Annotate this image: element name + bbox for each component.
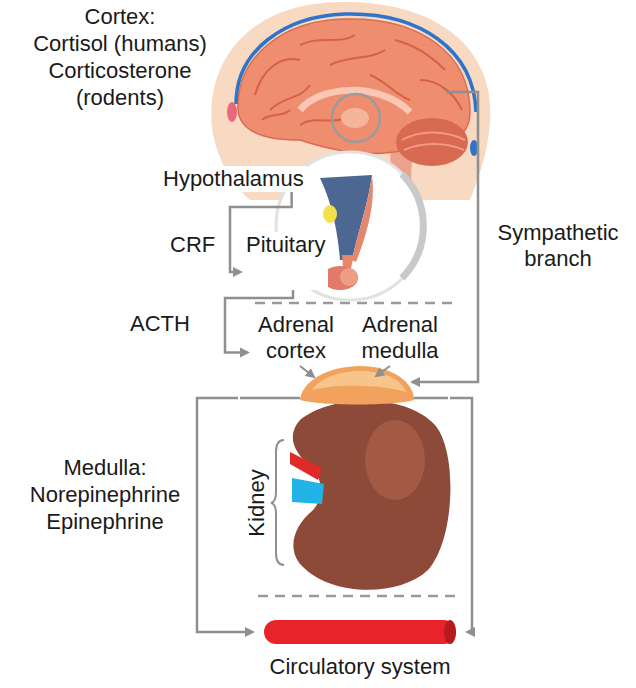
cortex-hormones-box: Cortisol (humans) Corticosterone (rodent… xyxy=(20,30,220,111)
medulla-hormones-box: Medulla: Norepinephrine Epinephrine xyxy=(25,454,185,535)
renal-vein xyxy=(292,478,324,504)
adrenal-gland xyxy=(300,366,414,405)
arrowhead xyxy=(233,267,243,277)
magnifier-rim xyxy=(402,174,423,278)
kidney-highlight xyxy=(365,420,425,500)
kidney-organ: Kidney xyxy=(238,392,450,588)
node-text: Pituitary xyxy=(246,232,325,258)
leader-arrow xyxy=(300,366,314,377)
connector-line xyxy=(450,398,475,632)
acth-label: ACTH xyxy=(130,311,190,337)
cerebellum xyxy=(396,118,468,166)
medulla-hormones: Medulla: Norepinephrine Epinephrine xyxy=(25,454,185,535)
circulatory-system: Circulatory system xyxy=(255,618,465,680)
arrowhead xyxy=(240,348,250,358)
connector xyxy=(450,398,475,637)
pituitary-lobe xyxy=(340,268,358,286)
thalamus xyxy=(341,108,369,128)
node-text: Circulatory system xyxy=(258,654,462,680)
renal-artery xyxy=(290,452,322,480)
node-text: Adrenal cortex xyxy=(253,312,339,364)
kidney-brace xyxy=(271,440,284,565)
sympathetic-label-box: Sympathetic branch xyxy=(492,220,624,272)
kidney-shape xyxy=(293,401,451,590)
pituitary-label: Pituitary xyxy=(243,232,328,290)
crf-label-box: CRF xyxy=(170,232,215,258)
cortex-heading: Cortex: xyxy=(20,3,220,30)
crf-label: CRF xyxy=(170,232,215,258)
acth-label-box: ACTH xyxy=(130,311,190,337)
separator-dash xyxy=(258,595,455,598)
sympathetic-label: Sympathetic branch xyxy=(492,220,624,272)
adrenal-medulla-label: Adrenal medulla xyxy=(352,312,448,364)
pituitary-stalk xyxy=(342,255,354,268)
connector-line xyxy=(197,398,245,632)
cortex-hormones: Cortisol (humans) Corticosterone (rodent… xyxy=(25,30,214,111)
cerebellum-folds xyxy=(402,133,465,151)
node-text: Hypothalamus xyxy=(163,166,304,192)
hypothalamus-rim xyxy=(352,175,373,262)
cortex-heading-box: Cortex: xyxy=(20,3,220,30)
gland-outlet xyxy=(240,397,448,400)
arrowhead xyxy=(245,627,255,637)
optic-chiasm xyxy=(323,205,337,223)
vessel-end xyxy=(444,620,456,644)
arrowhead xyxy=(465,627,475,637)
adrenal-gland-top xyxy=(312,371,406,392)
focus-marker xyxy=(332,94,380,142)
separator-dash xyxy=(255,302,455,305)
blood-vessel xyxy=(264,620,456,644)
node-text: Adrenal medulla xyxy=(355,312,445,364)
node-text: Kidney xyxy=(243,469,269,536)
adrenal-cortex-label: Adrenal cortex xyxy=(250,312,342,364)
frontal-mark xyxy=(227,102,237,122)
cortex-outline xyxy=(236,14,476,112)
leader-arrow xyxy=(376,366,390,376)
hypothalamus-label: Hypothalamus xyxy=(160,166,307,192)
